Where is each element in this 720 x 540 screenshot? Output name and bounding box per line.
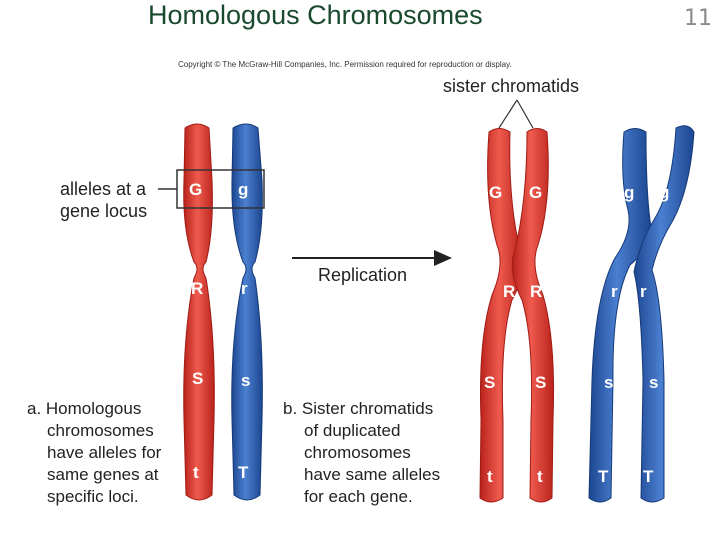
- allele-red-2: R: [191, 279, 203, 298]
- allele-b-red-right-2: R: [530, 282, 542, 301]
- sister-pointer-left: [498, 99, 518, 129]
- allele-blue-1: g: [238, 180, 248, 199]
- allele-red-4: t: [193, 463, 199, 482]
- allele-b-blue-left-2: r: [611, 282, 618, 301]
- allele-b-blue-right-1: g: [659, 183, 669, 202]
- allele-b-red-right-3: S: [535, 373, 546, 392]
- red-sister-chromatid-right: [511, 128, 555, 503]
- caption-b-line1: b. Sister chromatids: [283, 399, 433, 418]
- allele-b-blue-left-4: T: [598, 467, 609, 486]
- red-sister-chromatid-left: [479, 128, 524, 503]
- replication-label: Replication: [318, 265, 407, 285]
- allele-blue-2: r: [241, 279, 248, 298]
- allele-blue-4: T: [238, 463, 249, 482]
- allele-b-red-left-2: R: [503, 282, 515, 301]
- allele-b-blue-left-3: s: [604, 373, 613, 392]
- blue-sister-chromatid-right: [633, 125, 695, 503]
- blue-chromosome: [231, 123, 263, 501]
- alleles-label-line2: gene locus: [60, 201, 147, 221]
- allele-red-1: G: [189, 180, 202, 199]
- allele-b-red-left-3: S: [484, 373, 495, 392]
- allele-b-red-left-1: G: [489, 183, 502, 202]
- allele-b-blue-right-3: s: [649, 373, 658, 392]
- copyright-notice: Copyright © The McGraw-Hill Companies, I…: [178, 60, 512, 69]
- allele-b-blue-right-2: r: [640, 282, 647, 301]
- caption-b-line3: chromosomes: [304, 443, 411, 462]
- allele-b-red-right-1: G: [529, 183, 542, 202]
- page-number: 11: [684, 6, 712, 31]
- allele-b-red-left-4: t: [487, 467, 493, 486]
- caption-a-line5: specific loci.: [47, 487, 139, 506]
- page-title: Homologous Chromosomes: [148, 0, 483, 30]
- caption-a-line4: same genes at: [47, 465, 159, 484]
- allele-b-red-right-4: t: [537, 467, 543, 486]
- red-chromosome: [183, 123, 215, 501]
- caption-a-line1: a. Homologous: [27, 399, 141, 418]
- caption-a-line2: chromosomes: [47, 421, 154, 440]
- caption-b-line5: for each gene.: [304, 487, 413, 506]
- caption-b-line4: have same alleles: [304, 465, 440, 484]
- allele-b-blue-left-1: g: [624, 183, 634, 202]
- alleles-label-line1: alleles at a: [60, 179, 147, 199]
- allele-red-3: S: [192, 369, 203, 388]
- caption-a-line3: have alleles for: [47, 443, 162, 462]
- caption-b-line2: of duplicated: [304, 421, 400, 440]
- allele-blue-3: s: [241, 371, 250, 390]
- sister-pointer-right: [516, 99, 534, 129]
- allele-b-blue-right-4: T: [643, 467, 654, 486]
- blue-sister-chromatid-left: [588, 128, 652, 503]
- sister-chromatids-label: sister chromatids: [443, 76, 579, 96]
